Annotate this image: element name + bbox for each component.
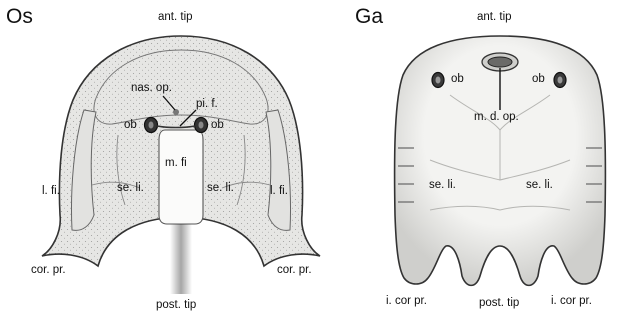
ga-label-ant-tip: ant. tip [477, 12, 512, 24]
panel-letter-os: Os [6, 6, 33, 27]
ga-headshield [395, 36, 606, 285]
os-label-post-tip: post. tip [156, 300, 196, 312]
os-label-ob-left: ob [124, 120, 137, 132]
os-midline-ridge [170, 224, 192, 294]
ga-label-m-d-op: m. d. op. [474, 112, 519, 124]
os-label-pi-f: pi. f. [196, 99, 218, 111]
os-median-field [159, 130, 203, 224]
os-label-ant-tip: ant. tip [158, 12, 193, 24]
os-label-ob-right: ob [211, 120, 224, 132]
os-label-cor-pr-left: cor. pr. [31, 265, 66, 277]
ga-label-i-cor-pr-right: i. cor pr. [551, 296, 592, 308]
ga-label-ob-right: ob [532, 74, 545, 86]
ga-label-se-li-right: se. li. [526, 180, 553, 192]
os-label-se-li-left: se. li. [117, 183, 144, 195]
ga-label-se-li-left: se. li. [429, 180, 456, 192]
os-label-cor-pr-right: cor. pr. [277, 265, 312, 277]
os-label-l-fi-left: l. fi. [42, 186, 60, 198]
os-label-l-fi-right: l. fi. [270, 186, 288, 198]
os-label-m-fi: m. fi [165, 158, 187, 170]
os-nasal-opening [173, 109, 179, 115]
os-label-se-li-right: se. li. [207, 183, 234, 195]
panel-letter-ga: Ga [355, 6, 383, 27]
ga-label-ob-left: ob [451, 74, 464, 86]
ga-label-post-tip: post. tip [479, 298, 519, 310]
ga-label-i-cor-pr-left: i. cor pr. [386, 296, 427, 308]
os-label-nas-op: nas. op. [131, 83, 172, 95]
